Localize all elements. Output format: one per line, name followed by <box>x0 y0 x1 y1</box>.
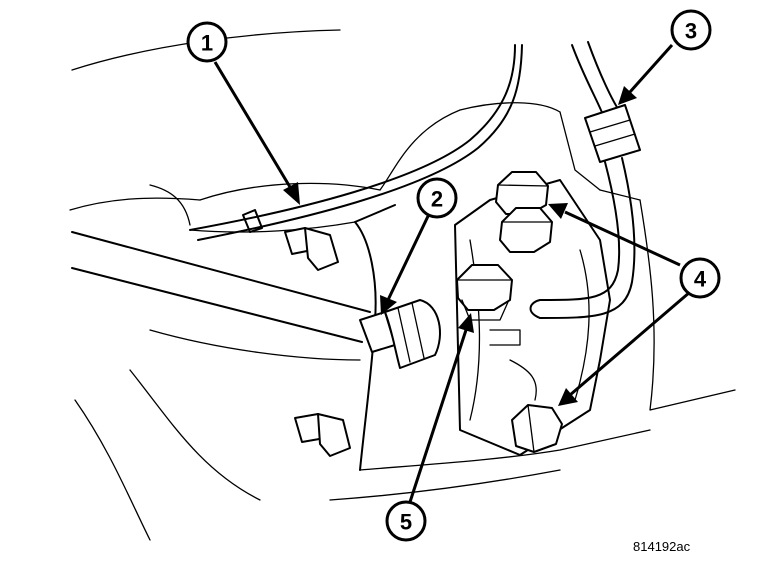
brake-line-upper <box>189 44 523 241</box>
callout-3: 3 <box>670 9 712 51</box>
callout-4: 4 <box>679 257 721 299</box>
callout-2: 2 <box>416 177 458 219</box>
callout-number-5: 5 <box>400 510 412 535</box>
callout-number-4: 4 <box>694 267 707 292</box>
callout-number-3: 3 <box>685 19 697 44</box>
callout-circle-2 <box>416 177 458 219</box>
callout-circle-3 <box>670 9 712 51</box>
studs-left <box>284 227 351 457</box>
bolt-5 <box>456 264 513 321</box>
callout-circle-5 <box>385 500 427 542</box>
callout-5: 5 <box>385 500 427 542</box>
flex-hose <box>529 41 641 319</box>
tube-fitting <box>359 299 441 369</box>
rods-left <box>71 231 371 343</box>
leader-lines <box>213 44 691 503</box>
callout-number-2: 2 <box>431 187 443 212</box>
callout-1: 1 <box>186 21 228 63</box>
background-structure <box>69 29 736 541</box>
callout-circle-4 <box>679 257 721 299</box>
callout-circle-1 <box>186 21 228 63</box>
bolts-4 <box>495 171 563 453</box>
figure-reference: 814192ac <box>633 539 691 554</box>
callout-number-1: 1 <box>201 31 213 56</box>
